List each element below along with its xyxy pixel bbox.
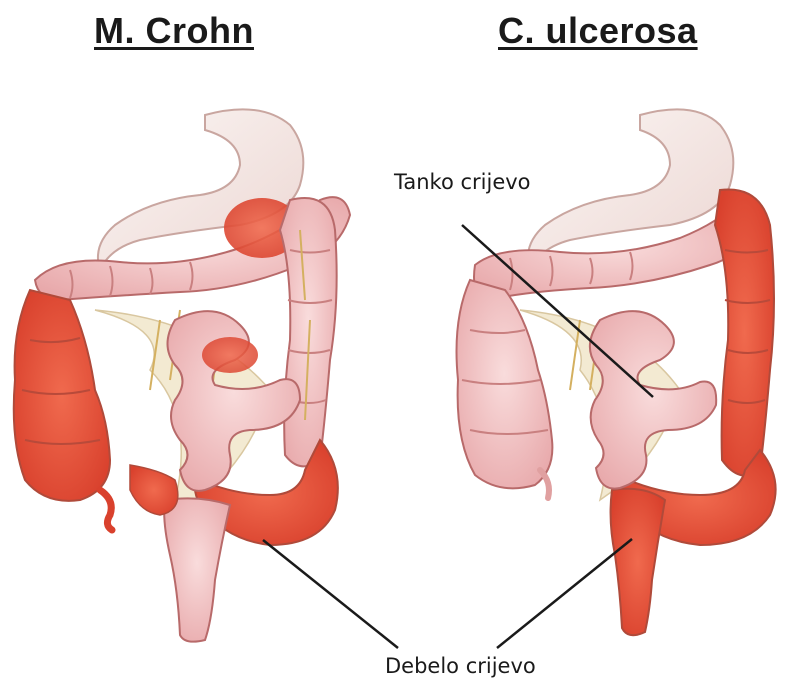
small-intestine-label: Tanko crijevo [394, 170, 531, 194]
large-intestine-leader-line-left [263, 540, 398, 648]
large-intestine-leader-line-right [497, 539, 632, 648]
crohn-ascending-colon [14, 290, 110, 501]
crohn-illustration [14, 109, 350, 641]
colitis-rectum [611, 489, 665, 635]
colitis-descending-colon [715, 189, 774, 475]
crohn-descending-colon [280, 198, 337, 466]
large-intestine-label: Debelo crijevo [385, 654, 536, 678]
crohn-rectum [164, 498, 230, 641]
colitis-small-intestine [590, 311, 716, 488]
